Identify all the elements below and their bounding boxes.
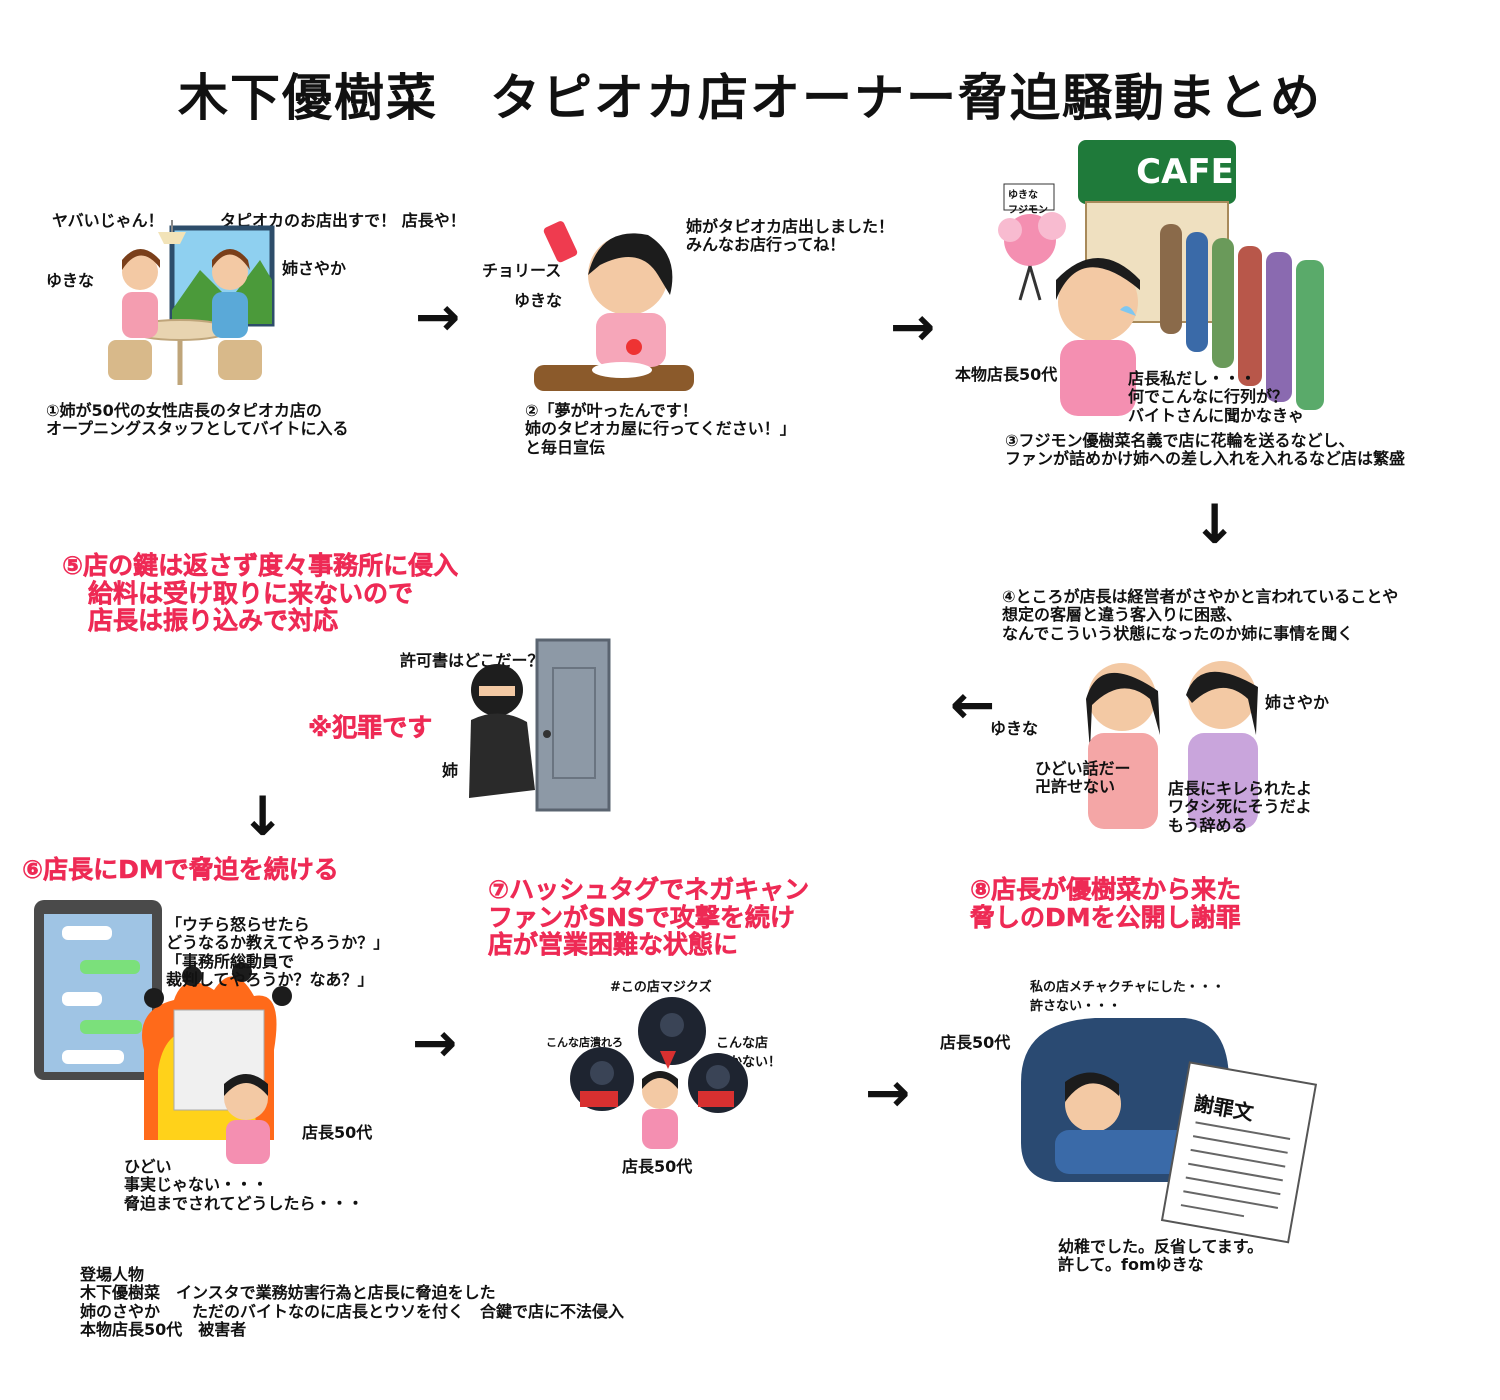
step4-caption: ④ところが店長は経営者がさやかと言われていることや想定の客層と違う客入りに困惑、… [1002, 587, 1399, 643]
step4-label-yukina: ゆきな [990, 719, 1039, 738]
step5-heading: ⑤店の鍵は返さず度々事務所に侵入 給料は受け取りに来ないので 店長は振り込みで対… [62, 551, 459, 635]
arrow-right-icon: → [415, 285, 461, 348]
cast-list: 登場人物 木下優樹菜 インスタで業務妨害行為と店長に脅迫をした 姉のさやか ただ… [80, 1265, 625, 1340]
page-title: 木下優樹菜 タピオカ店オーナー脅迫騒動まとめ [178, 69, 1322, 127]
step1-caption: ①姉が50代の女性店長のタピオカ店のオープニングスタッフとしてバイトに入る [46, 401, 349, 439]
step3-caption: ③フジモン優樹菜名義で店に花輪を送るなどし、ファンが詰めかけ姉への差し入れを入れ… [1005, 431, 1406, 469]
step7-heading: ⑦ハッシュタグでネガキャンファンがSNSで攻撃を続け店が営業困難な状態に [488, 875, 810, 959]
step1-illustration [108, 220, 275, 385]
step6-label-owner: 店長50代 [302, 1123, 373, 1142]
step5-label-sister: 姉 [442, 761, 459, 780]
step3-label-owner: 本物店長50代 [955, 365, 1058, 384]
arrow-right-icon: → [865, 1061, 911, 1124]
step8-owner-thought: 私の店メチャクチャにした・・・許さない・・・ [1030, 980, 1225, 1014]
step7-hashtag: #この店マジクズ [610, 980, 712, 995]
step2-cheese: チョリース [482, 261, 562, 280]
arrow-right-icon: → [412, 1011, 458, 1074]
step5-crime-note: ※犯罪です [308, 713, 433, 742]
step8-label-owner: 店長50代 [940, 1033, 1011, 1052]
step2-label-yukina: ゆきな [514, 291, 563, 310]
step1-speech-right: タピオカのお店出すで！ 店長や！ [220, 211, 466, 230]
step1-label-sayaka: 姉さやか [282, 259, 347, 278]
step3-illustration [998, 140, 1324, 416]
step6-heading: ⑥店長にDMで脅迫を続ける [22, 855, 339, 884]
step3-owner-thought: 店長私だし・・・何でこんなに行列が？バイトさんに聞かなきゃ [1128, 369, 1305, 425]
arrow-down-icon: ↓ [240, 785, 286, 848]
step7-post-left: こんな店潰れろ [546, 1036, 623, 1049]
flower-stand-sign: ゆきなフジモン [1008, 190, 1048, 216]
step8-illustration [1021, 1018, 1318, 1244]
cafe-sign: CAFE [1136, 152, 1234, 192]
step6-owner-speech: ひどい事実じゃない・・・脅迫までされてどうしたら・・・ [124, 1157, 364, 1213]
step4-illustration [1086, 661, 1258, 829]
step2-illustration [534, 221, 694, 391]
arrow-left-icon: ← [950, 673, 996, 736]
step4-yukina-speech: ひどい話だー卍許せない [1035, 759, 1131, 797]
step4-sayaka-speech: 店長にキレられたよワタシ死にそうだよもう辞める [1168, 779, 1313, 835]
step6-dm-text: 「ウチら怒らせたらどうなるか教えてやろうか？」 「事務所総動員で裁判してやろうか… [166, 915, 390, 990]
step1-label-yukina: ゆきな [46, 271, 95, 290]
step8-apology-text: 幼稚でした。反省してます。許して。fomゆきな [1058, 1237, 1264, 1275]
step5-illustration [469, 638, 611, 812]
step5-speech: 許可書はどこだー？ [400, 651, 544, 670]
step4-label-sayaka: 姉さやか [1265, 693, 1330, 712]
step8-heading: ⑧店長が優樹菜から来た脅しのDMを公開し謝罪 [970, 875, 1242, 932]
arrow-down-icon: ↓ [1192, 493, 1238, 556]
step2-caption: ②「夢が叶ったんです！姉のタピオカ屋に行ってください！」と毎日宣伝 [525, 401, 796, 457]
arrow-right-icon: → [890, 295, 936, 358]
step7-label-owner: 店長50代 [622, 1157, 693, 1176]
step2-speech: 姉がタピオカ店出しました！みんなお店行ってね！ [686, 217, 895, 255]
step6-illustration [34, 900, 292, 1164]
step1-speech-left: ヤバいじゃん！ [52, 211, 164, 230]
step7-illustration [570, 997, 748, 1149]
